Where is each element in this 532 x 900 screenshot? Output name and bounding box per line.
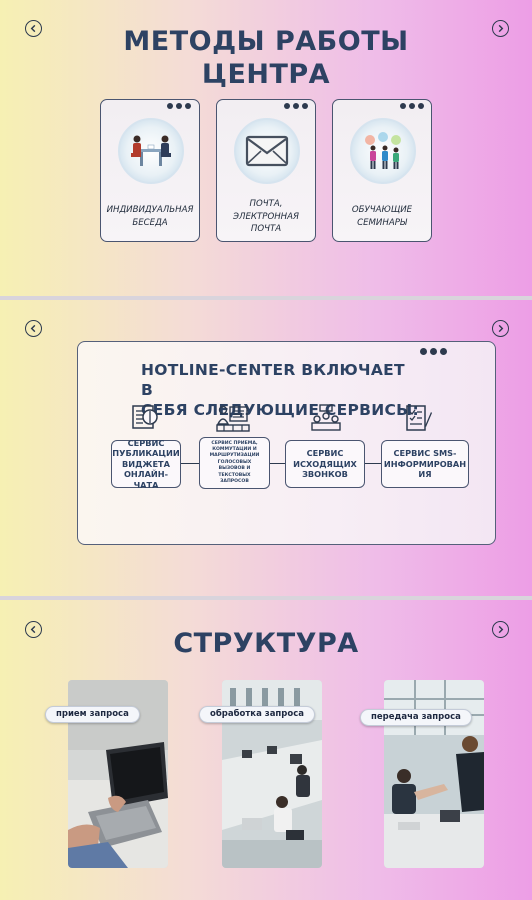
card-label-line: ОБУЧАЮЩИЕ bbox=[351, 205, 413, 215]
method-card-seminars: ОБУЧАЮЩИЕ СЕМИНАРЫ bbox=[332, 99, 432, 242]
service-box-sms: СЕРВИС SMS- ИНФОРМИРОВАН ИЯ bbox=[381, 440, 469, 488]
service-label-line: ГОЛОСОВЫХ bbox=[217, 459, 252, 465]
card-label-line: СЕМИНАРЫ bbox=[357, 217, 407, 228]
service-label-line: КОММУТАЦИИ И bbox=[212, 446, 257, 452]
slide-structure: СТРУКТУРА bbox=[0, 600, 532, 900]
service-label-line: ЗАПРОСОВ bbox=[220, 479, 249, 485]
connector-line bbox=[270, 463, 285, 465]
card-label-line: БЕСЕДА bbox=[132, 217, 168, 228]
next-arrow-button[interactable] bbox=[492, 320, 509, 337]
slide-services: HOTLINE-CENTER ВКЛЮЧАЕТ В СЕБЯ СЛЕДУЮЩИЕ… bbox=[0, 300, 532, 596]
chevron-left-icon bbox=[30, 625, 36, 634]
prev-arrow-button[interactable] bbox=[25, 320, 42, 337]
prev-arrow-button[interactable] bbox=[25, 621, 42, 638]
service-label-line: ИСХОДЯЩИХ bbox=[293, 458, 357, 469]
chat-widget-icon bbox=[132, 405, 158, 429]
method-card-mail: ПОЧТА, ЭЛЕКТРОННАЯ ПОЧТА bbox=[216, 99, 316, 242]
slide-methods: МЕТОДЫ РАБОТЫ ЦЕНТРА ИНДИВИДУАЛЬНАЯ БЕСЕ… bbox=[0, 0, 532, 296]
sms-icon bbox=[406, 405, 432, 431]
service-label-line: ВИДЖЕТА bbox=[122, 458, 170, 469]
chevron-right-icon bbox=[498, 625, 504, 634]
stage-label-transfer: передача запроса bbox=[360, 709, 472, 726]
service-box-chat-widget: СЕРВИС ПУБЛИКАЦИИ ВИДЖЕТА ОНЛАЙН-ЧАТА bbox=[111, 437, 181, 490]
service-label-line: ИЯ bbox=[418, 469, 432, 480]
chevron-left-icon bbox=[30, 324, 36, 333]
card-label-line: ПОЧТА, bbox=[249, 199, 283, 209]
title-line-2: ЦЕНТРА bbox=[201, 59, 331, 90]
next-arrow-button[interactable] bbox=[492, 20, 509, 37]
service-label-line: ОНЛАЙН-ЧАТА bbox=[123, 469, 169, 490]
routing-icon bbox=[216, 405, 250, 432]
services-panel: HOTLINE-CENTER ВКЛЮЧАЕТ В СЕБЯ СЛЕДУЮЩИЕ… bbox=[77, 341, 496, 545]
service-label-line: ПУБЛИКАЦИИ bbox=[112, 448, 180, 459]
panel-title: HOTLINE-CENTER ВКЛЮЧАЕТ В СЕБЯ СЛЕДУЮЩИЕ… bbox=[141, 360, 421, 420]
service-label-line: СЕРВИС bbox=[306, 448, 344, 459]
service-box-routing: СЕРВИС ПРИЕМА, КОММУТАЦИИ И МАРШРУТИЗАЦИ… bbox=[199, 437, 270, 489]
card-label-line: ПОЧТА bbox=[250, 224, 282, 234]
service-label-line: ИНФОРМИРОВАН bbox=[383, 458, 467, 469]
dots-icon bbox=[420, 348, 447, 355]
dots-icon bbox=[400, 103, 424, 109]
next-arrow-button[interactable] bbox=[492, 621, 509, 638]
service-label-line: МАРШРУТИЗАЦИИ bbox=[209, 453, 260, 459]
page-title: МЕТОДЫ РАБОТЫ ЦЕНТРА bbox=[0, 25, 532, 91]
card-label: ИНДИВИДУАЛЬНАЯ БЕСЕДА bbox=[105, 204, 195, 229]
card-label-line: ЭЛЕКТРОННАЯ bbox=[233, 211, 299, 222]
service-label-line: СЕРВИС bbox=[127, 437, 165, 448]
envelope-icon bbox=[234, 118, 300, 184]
service-label-line: СЕРВИС ПРИЕМА, bbox=[211, 440, 258, 446]
panel-title-line-1: HOTLINE-CENTER ВКЛЮЧАЕТ В bbox=[141, 361, 405, 399]
card-label: ОБУЧАЮЩИЕ СЕМИНАРЫ bbox=[337, 204, 427, 229]
connector-line bbox=[181, 463, 199, 465]
service-label-line: ВЫЗОВОВ И bbox=[218, 466, 251, 472]
chevron-left-icon bbox=[30, 24, 36, 33]
service-box-outgoing-calls: СЕРВИС ИСХОДЯЩИХ ЗВОНКОВ bbox=[285, 440, 365, 488]
chevron-right-icon bbox=[498, 24, 504, 33]
panel-title-line-2: СЕБЯ СЛЕДУЮЩИЕ СЕРВИСЫ: bbox=[141, 401, 420, 419]
prev-arrow-button[interactable] bbox=[25, 20, 42, 37]
card-label-line: ИНДИВИДУАЛЬНАЯ bbox=[106, 205, 194, 215]
service-label-line: СЕРВИС SMS- bbox=[393, 448, 457, 459]
dots-icon bbox=[284, 103, 308, 109]
title-line-1: МЕТОДЫ РАБОТЫ bbox=[123, 26, 409, 57]
dots-icon bbox=[167, 103, 191, 109]
stage-label-processing: обработка запроса bbox=[199, 706, 316, 723]
outgoing-calls-icon bbox=[311, 404, 341, 431]
structure-title: СТРУКТУРА bbox=[173, 628, 359, 659]
service-label-line: ЗВОНКОВ bbox=[302, 469, 348, 480]
service-label-line: ТЕКСТОВЫХ bbox=[218, 472, 251, 478]
meeting-icon bbox=[118, 118, 184, 184]
stage-label-intake: прием запроса bbox=[45, 706, 140, 723]
card-label: ПОЧТА, ЭЛЕКТРОННАЯ ПОЧТА bbox=[221, 198, 311, 236]
method-card-individual: ИНДИВИДУАЛЬНАЯ БЕСЕДА bbox=[100, 99, 200, 242]
connector-line bbox=[365, 463, 381, 465]
chevron-right-icon bbox=[498, 324, 504, 333]
seminar-icon bbox=[350, 118, 416, 184]
